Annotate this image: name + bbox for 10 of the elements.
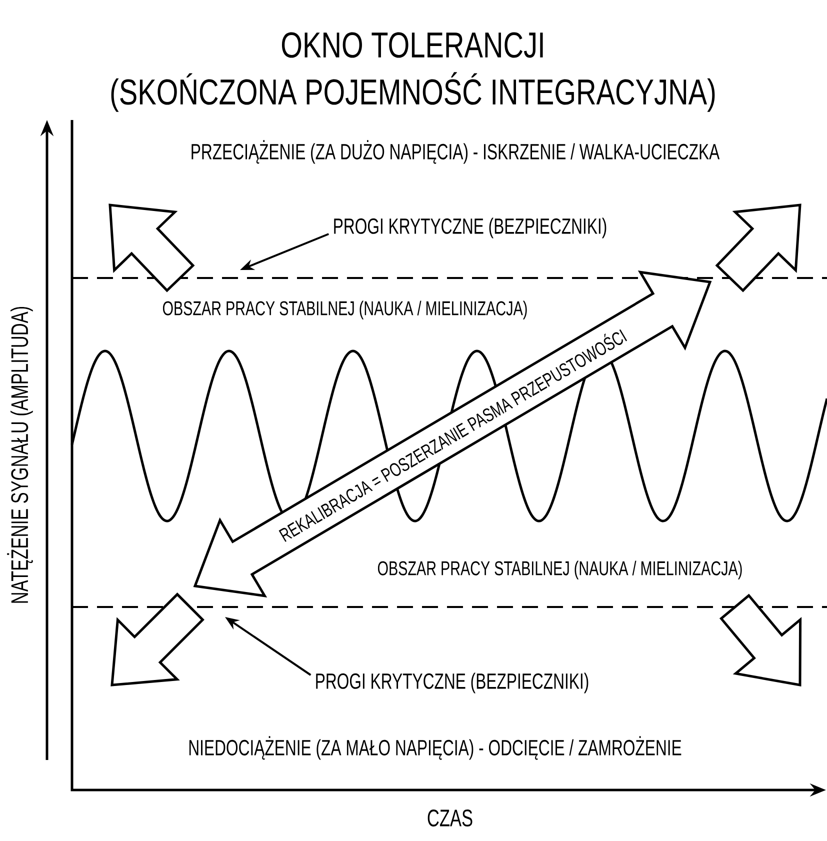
subtitle: (SKOŃCZONA POJEMNOŚĆ INTEGRACYJNA) <box>111 72 715 112</box>
threshold-label: PROGI KRYTYCZNE (BEZPIECZNIKI) <box>334 218 606 238</box>
title: OKNO TOLERANCJI <box>282 32 543 58</box>
zone-label: PRZECIĄŻENIE (ZA DUŻO NAPIĘCIA) - ISKRZENIE / WALKA-UCIECZKA <box>192 140 720 164</box>
axis-label: CZAS <box>428 810 472 826</box>
zone-label: OBSZAR PRACY STABILNEJ (NAUKA / MIELINIZACJA) <box>378 560 742 580</box>
axis-label: NATĘŻENIE SYGNAŁU (AMPLITUDA) <box>7 306 33 603</box>
zone-label: NIEDOCIĄŻENIE (ZA MAŁO NAPIĘCIA) - ODCIĘCIE / ZAMROŻENIE <box>189 736 682 760</box>
zone-label: OBSZAR PRACY STABILNEJ (NAUKA / MIELINIZACJA) <box>162 300 527 320</box>
threshold-label: PROGI KRYTYCZNE (BEZPIECZNIKI) <box>316 672 588 694</box>
